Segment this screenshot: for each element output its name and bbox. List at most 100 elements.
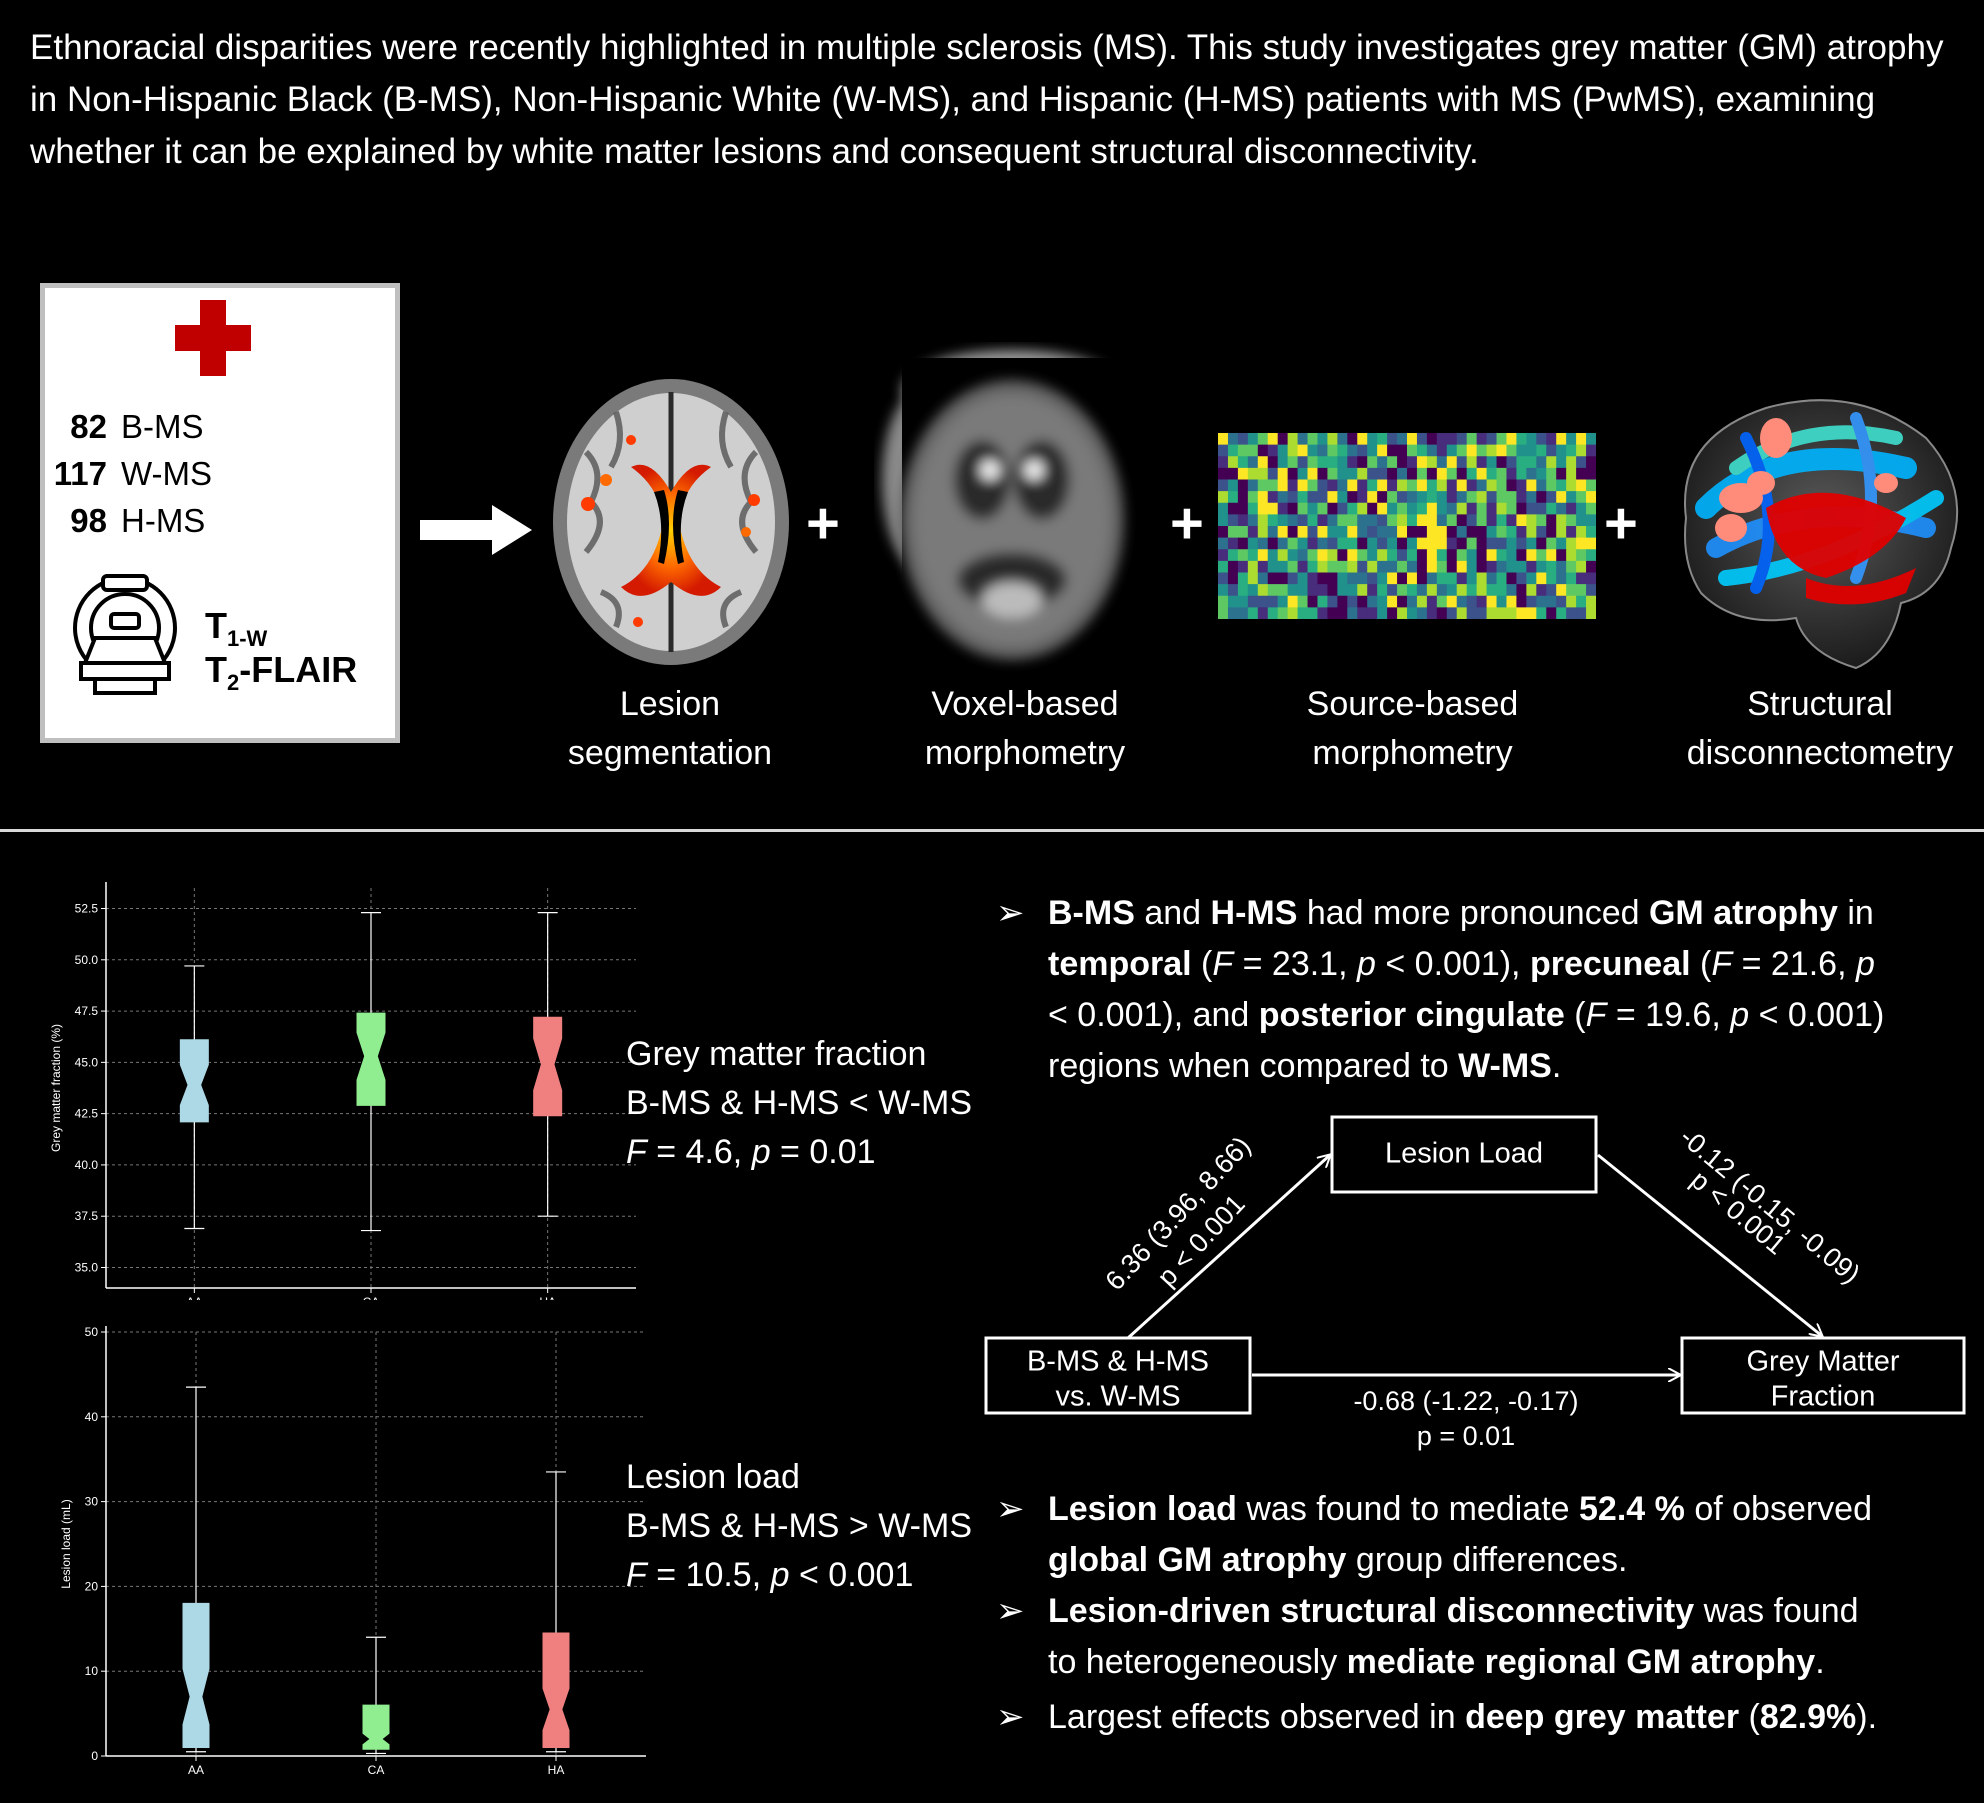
box-body	[533, 1016, 563, 1117]
svg-text:Grey Matter: Grey Matter	[1746, 1346, 1899, 1378]
heatmap-cell	[1367, 514, 1378, 527]
heatmap-cell	[1586, 584, 1596, 597]
heatmap-cell	[1556, 595, 1567, 608]
heatmap-cell	[1387, 467, 1398, 480]
heatmap-cell	[1526, 479, 1537, 492]
heatmap-cell	[1506, 467, 1517, 480]
heatmap-cell	[1466, 502, 1478, 515]
heatmap-cell	[1297, 607, 1309, 619]
heatmap-cell	[1267, 560, 1279, 573]
heatmap-cell	[1237, 607, 1249, 619]
heatmap-cell	[1337, 467, 1348, 480]
heatmap-cell	[1426, 479, 1438, 492]
heatmap-cell	[1466, 479, 1478, 492]
heatmap-cell	[1297, 526, 1309, 539]
heatmap-cell	[1566, 514, 1577, 527]
heatmap-cell	[1546, 502, 1557, 515]
heatmap-cell	[1456, 491, 1468, 504]
heatmap-cell	[1307, 456, 1318, 469]
heatmap-cell	[1387, 514, 1398, 527]
heatmap-cell	[1257, 584, 1269, 597]
heatmap-cell	[1586, 549, 1596, 562]
heatmap-cell	[1397, 444, 1408, 457]
heatmap-cell	[1267, 514, 1279, 527]
heatmap-cell	[1436, 479, 1448, 492]
heatmap-cell	[1317, 502, 1328, 515]
heatmap-cell	[1357, 560, 1368, 573]
heatmap-cell	[1566, 584, 1577, 597]
heatmap-cell	[1277, 479, 1289, 492]
heatmap-cell	[1387, 502, 1398, 515]
heatmap-cell	[1476, 549, 1488, 562]
heatmap-cell	[1486, 467, 1498, 480]
heatmap-cell	[1506, 433, 1517, 446]
heatmap-cell	[1516, 572, 1527, 585]
heatmap-cell	[1546, 526, 1557, 539]
heatmap-cell	[1337, 549, 1348, 562]
heatmap-cell	[1337, 456, 1348, 469]
heatmap-cell	[1536, 491, 1547, 504]
heatmap-cell	[1277, 560, 1289, 573]
heatmap-cell	[1546, 514, 1557, 527]
heatmap-cell	[1556, 467, 1567, 480]
heatmap-cell	[1496, 479, 1507, 492]
heatmap-cell	[1327, 491, 1338, 504]
heatmap-cell	[1506, 537, 1517, 550]
sequence-t1: T1-W	[205, 605, 268, 652]
heatmap-cell	[1456, 526, 1468, 539]
heatmap-cell	[1387, 479, 1398, 492]
heatmap-cell	[1397, 433, 1408, 446]
heatmap-cell	[1576, 595, 1587, 608]
heatmap-cell	[1426, 572, 1438, 585]
heatmap-cell	[1536, 526, 1547, 539]
heatmap-cell	[1397, 549, 1408, 562]
heatmap-cell	[1446, 433, 1458, 446]
heatmap-cell	[1556, 456, 1567, 469]
heatmap-cell	[1227, 526, 1239, 539]
heatmap-cell	[1486, 607, 1498, 619]
heatmap-cell	[1496, 607, 1507, 619]
heatmap-cell	[1327, 433, 1338, 446]
heatmap-cell	[1476, 537, 1488, 550]
heatmap-cell	[1586, 433, 1596, 446]
heatmap-cell	[1307, 572, 1318, 585]
heatmap-cell	[1546, 433, 1557, 446]
bullet-arrow-icon: ➢	[996, 1592, 1025, 1630]
heatmap-cell	[1377, 456, 1388, 469]
heatmap-cell	[1476, 433, 1488, 446]
heatmap-cell	[1297, 549, 1309, 562]
heatmap-cell	[1267, 549, 1279, 562]
heatmap-cell	[1247, 607, 1259, 619]
heatmap-cell	[1456, 444, 1468, 457]
heatmap-cell	[1357, 549, 1368, 562]
heatmap-cell	[1566, 526, 1577, 539]
heatmap-cell	[1556, 479, 1567, 492]
heatmap-cell	[1297, 444, 1309, 457]
finding-bullet-2: ➢ Lesion load was found to mediate 52.4 …	[996, 1484, 1968, 1586]
heatmap-cell	[1446, 514, 1458, 527]
heatmap-cell	[1387, 560, 1398, 573]
heatmap-cell	[1446, 502, 1458, 515]
heatmap-cell	[1317, 560, 1328, 573]
heatmap-cell	[1347, 595, 1358, 608]
heatmap-cell	[1407, 572, 1418, 585]
mri-scanner-icon	[73, 574, 177, 695]
heatmap-cell	[1546, 456, 1557, 469]
heatmap-cell	[1367, 502, 1378, 515]
heatmap-cell	[1307, 560, 1318, 573]
heatmap-cell	[1377, 595, 1388, 608]
heatmap-cell	[1397, 456, 1408, 469]
heatmap-cell	[1426, 607, 1438, 619]
heatmap-cell	[1257, 456, 1269, 469]
heatmap-cell	[1576, 560, 1587, 573]
heatmap-cell	[1456, 584, 1468, 597]
heatmap-cell	[1267, 526, 1279, 539]
heatmap-cell	[1407, 549, 1418, 562]
heatmap-cell	[1357, 572, 1368, 585]
heatmap-cell	[1297, 433, 1309, 446]
heatmap-cell	[1237, 479, 1249, 492]
heatmap-cell	[1546, 467, 1557, 480]
heatmap-cell	[1267, 584, 1279, 597]
heatmap-cell	[1337, 584, 1348, 597]
